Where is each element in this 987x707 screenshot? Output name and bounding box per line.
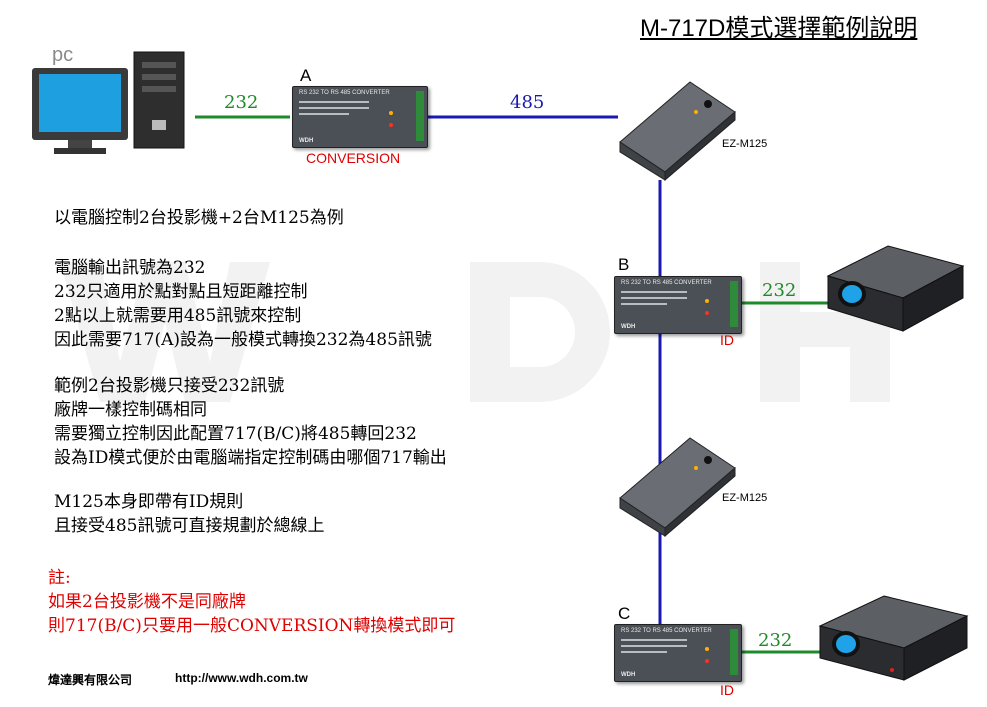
- link-pc-a-label: 232: [224, 92, 259, 113]
- text-line: M125本身即帶有ID規則: [54, 492, 244, 512]
- note-block: 註: 如果2台投影機不是同廠牌 則717(B/C)只要用一般CONVERSION…: [48, 566, 455, 638]
- page-title: M-717D模式選擇範例說明: [640, 15, 918, 42]
- text-line: 且接受485訊號可直接規劃於總線上: [54, 516, 325, 536]
- converter-a-title: RS 232 TO RS 485 CONVERTER: [299, 90, 390, 96]
- text-line: 廠牌一樣控制碼相同: [54, 400, 207, 420]
- note-line: 如果2台投影機不是同廠牌: [48, 592, 246, 612]
- projector-top-icon: [826, 245, 965, 332]
- device-b-letter: B: [618, 255, 630, 274]
- converter-b-title: RS 232 TO RS 485 CONVERTER: [621, 280, 712, 286]
- m125-top-device: [619, 81, 736, 182]
- monitor-icon: [32, 68, 128, 154]
- footer-company: 煒達興有限公司: [48, 673, 133, 687]
- m125-mid-device: [619, 437, 736, 538]
- footer-url[interactable]: http://www.wdh.com.tw: [175, 671, 308, 685]
- link-a-m125-label: 485: [510, 92, 545, 113]
- text-line: 2點以上就需要用485訊號來控制: [54, 306, 302, 326]
- terminal-block: [730, 629, 738, 675]
- terminal-block: [730, 281, 738, 327]
- device-a-caption: CONVERSION: [306, 150, 401, 166]
- pc-tower-icon: [133, 51, 185, 149]
- converter-b: RS 232 TO RS 485 CONVERTER WDH: [614, 276, 742, 334]
- m125-mid-label: EZ-M125: [722, 492, 768, 504]
- m125-top-label: EZ-M125: [722, 138, 768, 150]
- watermark-w: [60, 262, 310, 402]
- note-line: 註:: [48, 568, 71, 588]
- text-block-1: 以電腦控制2台投影機+2台M125為例: [54, 206, 344, 230]
- link-c-projector-label: 232: [758, 630, 793, 651]
- device-c-letter: C: [618, 604, 631, 623]
- text-block-4: M125本身即帶有ID規則 且接受485訊號可直接規劃於總線上: [54, 490, 324, 538]
- link-b-projector-label: 232: [762, 280, 797, 301]
- note-line: 則717(B/C)只要用一般CONVERSION轉換模式即可: [48, 616, 456, 636]
- text-line: 因此需要717(A)設為一般模式轉換232為485訊號: [54, 330, 432, 350]
- converter-c: RS 232 TO RS 485 CONVERTER WDH: [614, 624, 742, 682]
- converter-a-brand: WDH: [299, 138, 314, 144]
- text-line: 232只適用於點對點且短距離控制: [54, 282, 308, 302]
- converter-c-brand: WDH: [621, 672, 636, 678]
- text-line: 電腦輸出訊號為232: [54, 258, 206, 278]
- pc-label: pc: [52, 44, 74, 66]
- text-line: 以電腦控制2台投影機+2台M125為例: [54, 208, 344, 228]
- projector-bottom-icon: [818, 595, 969, 681]
- text-block-2: 電腦輸出訊號為232 232只適用於點對點且短距離控制 2點以上就需要用485訊…: [54, 256, 432, 352]
- device-c-caption: ID: [720, 682, 734, 698]
- device-b-caption: ID: [720, 332, 734, 348]
- converter-a: RS 232 TO RS 485 CONVERTER WDH: [292, 86, 428, 148]
- text-line: 需要獨立控制因此配置717(B/C)將485轉回232: [54, 424, 417, 444]
- terminal-block: [416, 91, 424, 141]
- watermark-d: [470, 262, 610, 402]
- text-line: 範例2台投影機只接受232訊號: [54, 376, 285, 396]
- device-a-letter: A: [300, 66, 312, 85]
- text-line: 設為ID模式便於由電腦端指定控制碼由哪個717輸出: [54, 448, 447, 468]
- converter-c-title: RS 232 TO RS 485 CONVERTER: [621, 628, 712, 634]
- text-block-3: 範例2台投影機只接受232訊號 廠牌一樣控制碼相同 需要獨立控制因此配置717(…: [54, 374, 447, 470]
- converter-b-brand: WDH: [621, 324, 636, 330]
